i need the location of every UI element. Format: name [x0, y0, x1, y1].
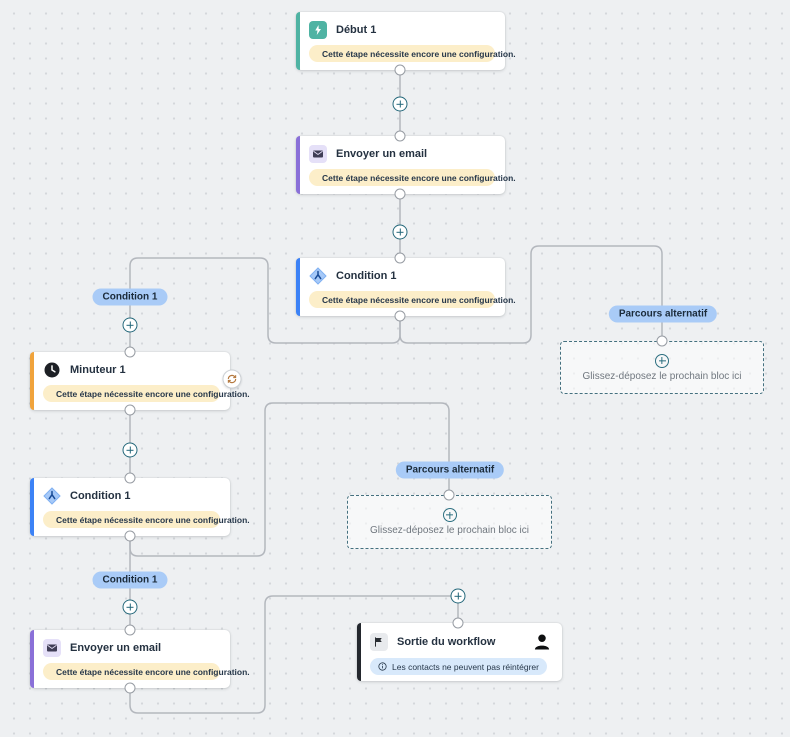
add-step-button[interactable] — [122, 599, 138, 615]
warning-text: Cette étape nécessite encore une configu… — [56, 666, 250, 677]
connection-port[interactable] — [124, 624, 136, 636]
connection-port[interactable] — [452, 617, 464, 629]
branch-condition-icon — [43, 487, 61, 505]
warning-banner: Cette étape nécessite encore une configu… — [309, 45, 516, 62]
connection-port[interactable] — [124, 472, 136, 484]
node-send-email-1[interactable]: Envoyer un email Cette étape nécessite e… — [296, 136, 516, 194]
warning-text: Cette étape nécessite encore une configu… — [322, 294, 516, 305]
warning-banner: Cette étape nécessite encore une configu… — [43, 663, 250, 680]
node-title: Sortie du workflow — [397, 636, 496, 648]
refresh-loop-button[interactable] — [222, 369, 242, 389]
warning-text: Cette étape nécessite encore une configu… — [322, 48, 516, 59]
add-step-button[interactable] — [450, 588, 466, 604]
add-step-button[interactable] — [392, 224, 408, 240]
node-debut[interactable]: Début 1 Cette étape nécessite encore une… — [296, 12, 516, 70]
warning-banner: Cette étape nécessite encore une configu… — [43, 511, 250, 528]
dropzone-alt-middle[interactable]: Glissez-déposez le prochain bloc ici — [347, 495, 552, 549]
warning-text: Cette étape nécessite encore une configu… — [322, 172, 516, 183]
connection-port[interactable] — [656, 335, 668, 347]
connection-port[interactable] — [394, 64, 406, 76]
node-title: Début 1 — [336, 24, 377, 36]
branch-pill-alt-middle: Parcours alternatif — [395, 461, 505, 479]
refresh-icon — [227, 374, 237, 384]
envelope-icon — [43, 639, 61, 657]
exit-info-badge: Les contacts ne peuvent pas réintégrer — [370, 658, 547, 675]
connection-port[interactable] — [124, 682, 136, 694]
envelope-icon — [309, 145, 327, 163]
node-title: Minuteur 1 — [70, 364, 126, 376]
edge-condition2-alt-branch — [129, 402, 450, 557]
plus-icon[interactable] — [442, 508, 457, 522]
lightning-icon — [309, 21, 327, 39]
node-send-email-2[interactable]: Envoyer un email Cette étape nécessite e… — [30, 630, 250, 688]
connection-port[interactable] — [443, 489, 455, 501]
dropzone-alt-right[interactable]: Glissez-déposez le prochain bloc ici — [560, 341, 764, 394]
connection-port[interactable] — [394, 188, 406, 200]
warning-banner: Cette étape nécessite encore une configu… — [43, 385, 250, 402]
warning-text: Cette étape nécessite encore une configu… — [56, 514, 250, 525]
branch-condition-icon — [309, 267, 327, 285]
branch-pill-alt-right: Parcours alternatif — [608, 305, 718, 323]
node-title: Envoyer un email — [336, 148, 428, 160]
node-title: Condition 1 — [336, 270, 397, 282]
node-condition-2[interactable]: Condition 1 Cette étape nécessite encore… — [30, 478, 250, 536]
warning-text: Cette étape nécessite encore une configu… — [56, 388, 250, 399]
clock-icon — [43, 361, 61, 379]
connection-port[interactable] — [394, 252, 406, 264]
edge-condition-alt-branch — [399, 245, 663, 344]
plus-icon[interactable] — [655, 353, 669, 368]
exit-badge-text: Les contacts ne peuvent pas réintégrer — [392, 661, 539, 672]
warning-banner: Cette étape nécessite encore une configu… — [309, 169, 516, 186]
node-exit-workflow[interactable]: Sortie du workflow Les contacts ne peuve… — [357, 623, 562, 681]
info-icon — [378, 662, 387, 671]
node-title: Envoyer un email — [70, 642, 162, 654]
connection-port[interactable] — [394, 130, 406, 142]
node-title: Condition 1 — [70, 490, 131, 502]
dropzone-hint: Glissez-déposez le prochain bloc ici — [370, 525, 529, 536]
dropzone-hint: Glissez-déposez le prochain bloc ici — [582, 370, 742, 382]
person-icon — [534, 634, 550, 650]
flag-icon — [370, 633, 388, 651]
branch-pill-condition-1: Condition 1 — [92, 288, 168, 306]
branch-pill-condition-2: Condition 1 — [92, 571, 168, 589]
connection-port[interactable] — [124, 346, 136, 358]
warning-banner: Cette étape nécessite encore une configu… — [309, 291, 516, 308]
add-step-button[interactable] — [122, 317, 138, 333]
add-step-button[interactable] — [122, 442, 138, 458]
node-condition-1[interactable]: Condition 1 Cette étape nécessite encore… — [296, 258, 516, 316]
add-step-button[interactable] — [392, 96, 408, 112]
connection-port[interactable] — [124, 404, 136, 416]
connection-port[interactable] — [394, 310, 406, 322]
edge-condition-main-branch — [129, 257, 401, 352]
connection-port[interactable] — [124, 530, 136, 542]
node-minuteur[interactable]: Minuteur 1 Cette étape nécessite encore … — [30, 352, 250, 410]
